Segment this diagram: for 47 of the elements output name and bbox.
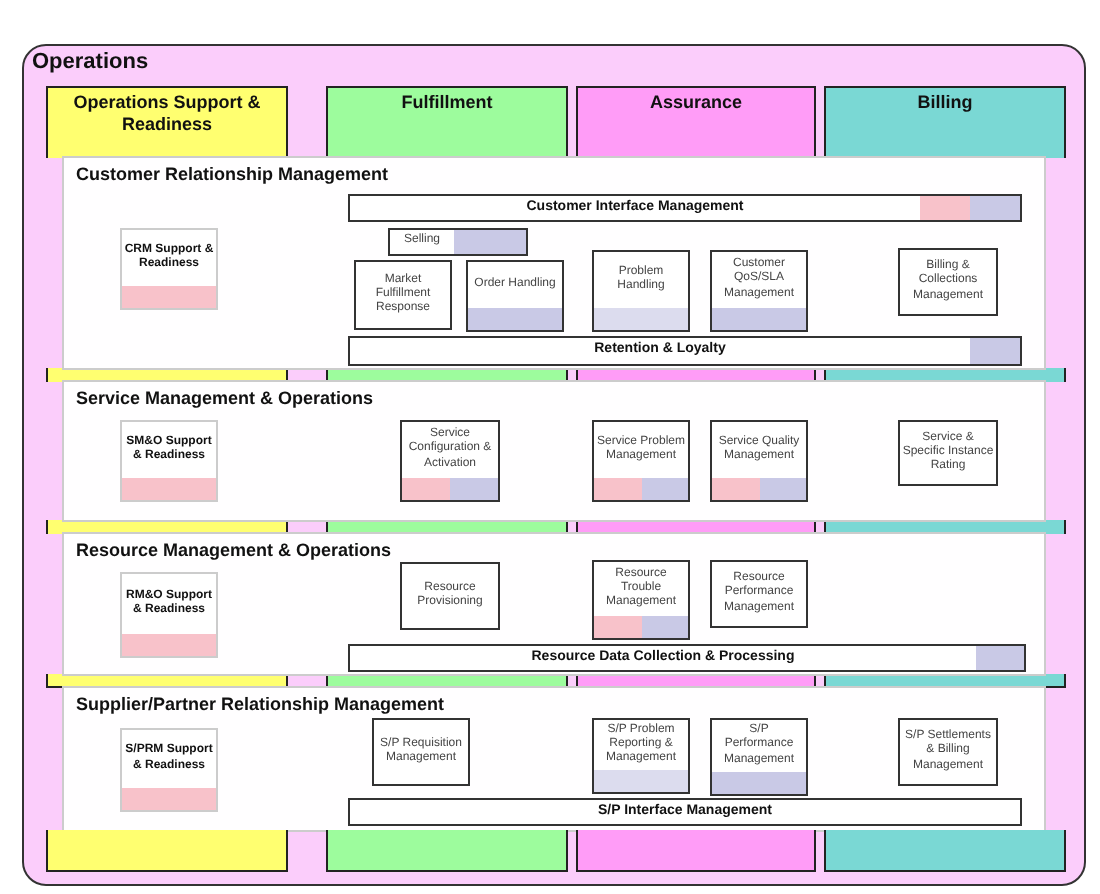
process-box — [710, 250, 808, 332]
column-band — [824, 830, 1066, 872]
layer-title: Customer Relationship Management — [76, 164, 389, 184]
layer-band — [62, 156, 1046, 370]
process-column — [326, 86, 568, 158]
layer-title: Resource Management & Operations — [76, 540, 392, 560]
process-column — [46, 86, 288, 158]
column-title: Assurance — [647, 92, 745, 114]
column-title: Operations Support & Readiness — [71, 92, 263, 136]
process-box — [120, 728, 218, 812]
process-box — [354, 260, 452, 330]
process-box — [592, 718, 690, 794]
layer-band — [62, 380, 1046, 522]
process-bar — [348, 336, 1022, 366]
column-title: Fulfillment — [399, 92, 495, 114]
process-box — [400, 420, 500, 502]
column-band — [576, 830, 816, 872]
process-box — [592, 250, 690, 332]
column-title: Billing — [915, 92, 975, 114]
process-box — [120, 572, 218, 658]
operations-panel — [22, 44, 1086, 886]
process-column — [824, 86, 1066, 158]
process-bar — [348, 798, 1022, 826]
process-column — [576, 86, 816, 158]
layer-title: Supplier/Partner Relationship Management — [76, 694, 445, 714]
process-box — [400, 562, 500, 630]
process-bar — [348, 194, 1022, 222]
process-box — [120, 420, 218, 502]
process-box — [898, 248, 998, 316]
process-bar — [348, 644, 1026, 672]
process-box — [710, 420, 808, 502]
layer-band — [62, 686, 1046, 832]
panel-title: Operations — [32, 50, 149, 74]
process-box — [710, 560, 808, 628]
process-box — [388, 228, 528, 256]
layer-band — [62, 532, 1046, 676]
column-band — [326, 830, 568, 872]
column-band — [46, 830, 288, 872]
process-box — [466, 260, 564, 332]
process-box — [592, 560, 690, 640]
layer-title: Service Management & Operations — [76, 388, 374, 408]
process-box — [372, 718, 470, 786]
process-box — [120, 228, 218, 310]
process-box — [592, 420, 690, 502]
process-box — [710, 718, 808, 796]
process-box — [898, 420, 998, 486]
process-box — [898, 718, 998, 786]
